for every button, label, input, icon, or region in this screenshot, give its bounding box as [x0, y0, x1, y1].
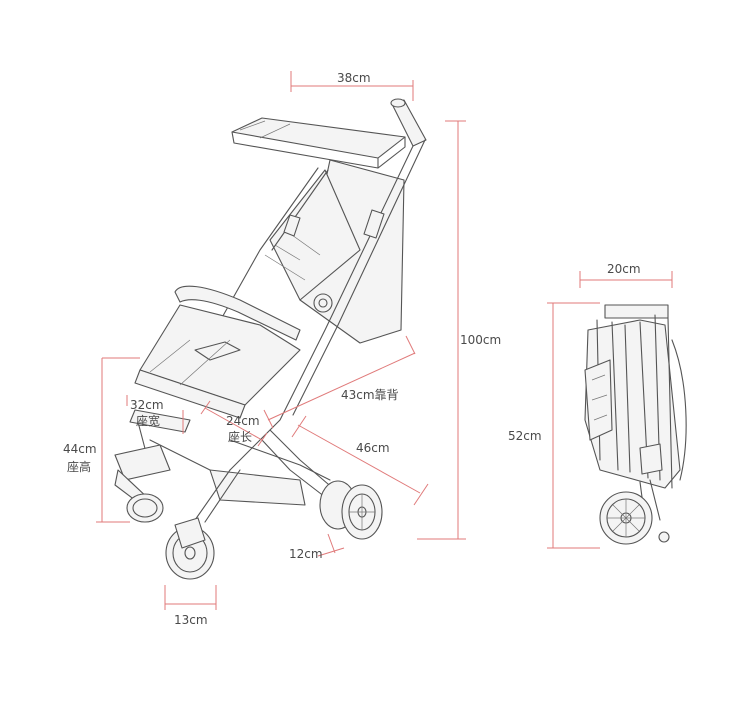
basket: [149, 439, 331, 506]
bumper-bar: [174, 285, 333, 341]
handle-grip: [390, 98, 427, 147]
label-seat-length-cn: 座长: [228, 429, 252, 444]
folded-wheel: [599, 491, 670, 545]
dim-canopy-width: [290, 71, 414, 101]
dim-wheelbase: [291, 415, 429, 506]
label-front-wheel: 13cm: [174, 613, 208, 627]
label-seat-width-cn: 座宽: [136, 413, 160, 428]
dim-folded-height: [547, 302, 600, 549]
label-seat-width: 32cm: [130, 398, 164, 412]
dim-front-wheel: [164, 585, 217, 610]
label-wheelbase: 46cm: [356, 441, 390, 455]
front-wheel: [165, 517, 215, 580]
dimension-labels: 38cm 100cm 43cm靠背 32cm 座宽 24cm 座长 44cm 座…: [63, 71, 641, 627]
dim-total-height: [417, 120, 466, 540]
dim-folded-width: [579, 271, 673, 288]
label-folded-height: 52cm: [508, 429, 542, 443]
label-backrest: 43cm靠背: [341, 388, 399, 402]
dimension-lines: [96, 71, 673, 610]
label-rear-wheel: 12cm: [289, 547, 323, 561]
dim-rear-wheel: [317, 533, 345, 557]
rear-wheel-right: [319, 480, 383, 540]
rear-wheel-left: [126, 493, 164, 523]
stroller-open-drawing: [114, 98, 427, 580]
stroller-folded-drawing: [584, 304, 687, 545]
frame-tubes: [214, 139, 426, 471]
dim-backrest: [263, 335, 416, 429]
label-canopy-width: 38cm: [337, 71, 371, 85]
canopy: [231, 117, 406, 169]
label-seat-height: 44cm: [63, 442, 97, 456]
seat: [134, 304, 301, 419]
dim-seat-length: [200, 400, 268, 447]
label-folded-width: 20cm: [607, 262, 641, 276]
label-seat-length: 24cm: [226, 414, 260, 428]
dim-seat-height: [96, 357, 140, 523]
label-total-height: 100cm: [460, 333, 501, 347]
backrest-fabric: [264, 159, 405, 344]
dim-seat-width: [126, 395, 184, 434]
label-seat-height-cn: 座高: [67, 459, 91, 474]
